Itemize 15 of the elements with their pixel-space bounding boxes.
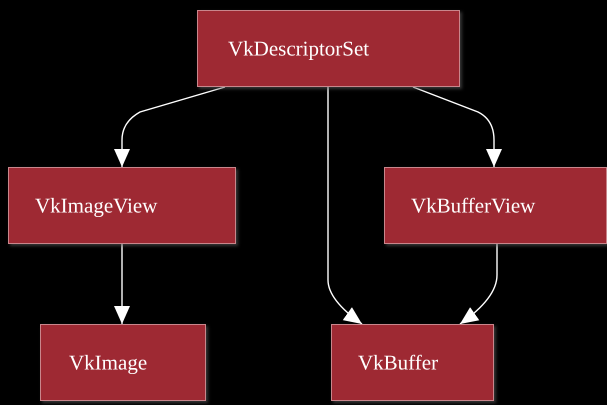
arrow [327,87,362,325]
arrow [114,86,226,167]
arrow [114,244,130,324]
arrow [460,244,498,325]
process-box [8,167,236,244]
arrow [412,86,502,167]
node-label: VkImageView [35,193,158,218]
node-label: VkBufferView [411,193,536,218]
node-label: VkDescriptorSet [228,36,370,61]
process-box [197,10,460,87]
process-box [384,167,607,244]
process-box [40,324,206,401]
node-label: VkBuffer [358,350,438,375]
process-box [331,324,494,401]
node-label: VkImage [69,350,148,375]
